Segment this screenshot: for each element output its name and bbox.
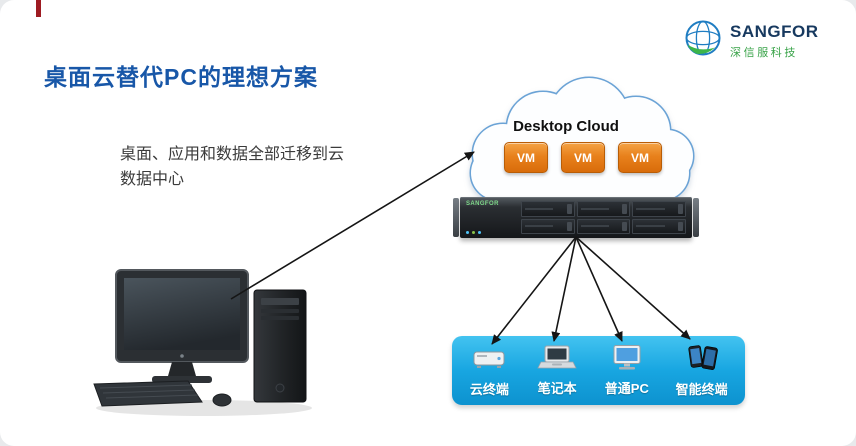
drive-bay [632,218,686,234]
page-title: 桌面云替代PC的理想方案 [44,64,318,90]
logo-name: SANGFOR [730,21,819,41]
thin-client-icon [469,343,509,378]
server-to-laptop-arrow [551,236,577,342]
device-bar: 云终端 笔记本 普通PC [452,336,745,405]
device-label: 普通PC [604,381,649,396]
corner-accent [36,0,41,17]
device-item-cloud-terminal: 云终端 [469,343,509,398]
drive-bay [521,201,575,217]
drive-bay [521,218,575,234]
cloud-label: Desktop Cloud [513,118,619,135]
server-rack: SANGFOR [453,197,699,238]
drive-bay [632,201,686,217]
laptop-icon [536,344,578,377]
desktop-pc-illustration [86,260,326,423]
device-item-smart-terminal: 智能终端 [676,343,728,398]
smartphones-icon [682,343,722,378]
server-to-pc-arrow [575,236,623,342]
drive-bay [576,201,631,217]
device-item-laptop: 笔记本 [536,344,578,397]
server-drive-bays [521,201,686,234]
desktop-cloud: Desktop Cloud VM VM VM [455,76,705,210]
drive-bay [576,218,631,234]
server-to-thin-client-arrow [491,236,577,345]
device-label: 云终端 [469,382,509,397]
vm-box: VM [561,142,605,173]
server-to-smart-terminal-arrow [575,236,691,340]
globe-icon [684,19,722,62]
vm-box: VM [504,142,548,173]
sangfor-logo: SANGFOR 深信服科技 [684,19,819,62]
device-label: 智能终端 [675,382,728,397]
description-text: 桌面、应用和数据全部迁移到云 数据中心 [120,146,345,188]
server-front-panel: SANGFOR [466,201,516,234]
device-item-pc: 普通PC [605,344,649,397]
vm-box: VM [618,142,662,173]
logo-text: SANGFOR 深信服科技 [730,22,819,60]
desktop-pc-icon [607,344,647,377]
server-brand-label: SANGFOR [466,201,499,207]
device-label: 笔记本 [537,381,577,396]
logo-subtitle: 深信服科技 [730,46,798,59]
server-led-lights [466,231,516,234]
vm-row: VM VM VM [504,142,662,173]
